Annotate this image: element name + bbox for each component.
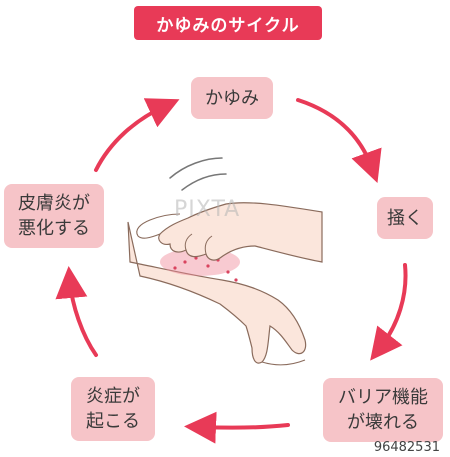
node-dermatitis-line-1: 皮膚炎が <box>18 193 90 214</box>
node-inflammation-line-2: 起こる <box>86 411 140 432</box>
node-inflammation: 炎症が 起こる <box>71 377 155 441</box>
arrow-itch-to-scratch <box>296 98 382 184</box>
image-id-label: 96482531 <box>373 440 440 455</box>
node-barrier-line-1: バリア機能 <box>338 387 428 408</box>
node-itch-text: かゆみ <box>205 87 259 109</box>
node-inflammation-line-1: 炎症が <box>86 386 140 407</box>
page-title: かゆみのサイクル <box>134 6 322 40</box>
arrow-dermatitis-to-itch <box>94 98 180 172</box>
scratched-arm-illustration <box>127 221 307 366</box>
node-dermatitis-line-2: 悪化する <box>18 218 90 239</box>
motion-lines-icon <box>169 157 227 191</box>
node-dermatitis: 皮膚炎が 悪化する <box>4 184 104 248</box>
arrow-barrier-to-inflammation <box>184 411 290 444</box>
node-scratch-text: 掻く <box>387 207 423 229</box>
watermark: PIXTA <box>174 197 241 222</box>
arrow-scratch-to-barrier <box>370 263 408 361</box>
scratching-hand-illustration <box>136 202 323 263</box>
node-itch: かゆみ <box>191 77 273 119</box>
arrow-inflammation-to-dermatitis <box>55 266 98 357</box>
node-barrier-line-2: が壊れる <box>347 412 419 433</box>
node-scratch: 掻く <box>377 197 433 239</box>
node-barrier-broken: バリア機能 が壊れる <box>323 378 443 442</box>
